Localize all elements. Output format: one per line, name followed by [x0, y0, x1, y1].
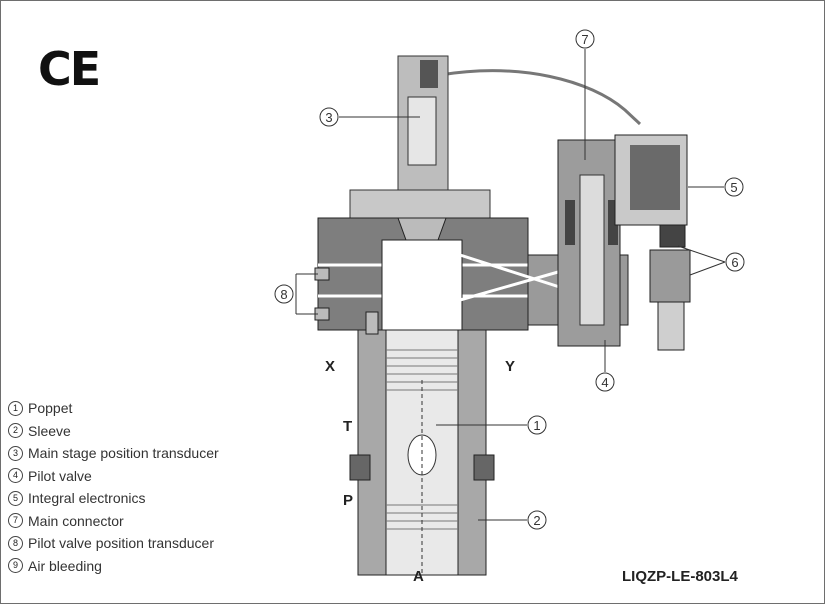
connector-socket — [659, 224, 686, 248]
callout-2: 2 — [478, 510, 547, 530]
callout-7: 7 — [575, 29, 595, 160]
seal-left — [349, 454, 371, 481]
legend-item: 2 Sleeve — [8, 420, 219, 443]
transducer-plug — [420, 60, 438, 88]
legend-number: 4 — [8, 468, 23, 484]
seal-right — [473, 454, 495, 481]
callout-1-label: 1 — [533, 418, 540, 433]
connector-cable-gland — [657, 301, 685, 351]
pilot-coil-left — [565, 200, 575, 245]
connector-plug — [649, 249, 691, 303]
poppet-head — [397, 217, 447, 241]
callout-7-label: 7 — [581, 32, 588, 47]
legend-number: 1 — [8, 400, 23, 416]
ce-mark: CE — [38, 42, 101, 96]
legend-item: 3 Main stage position transducer — [8, 442, 219, 465]
callout-6-label: 6 — [731, 255, 738, 270]
legend-label: Sleeve — [28, 422, 71, 439]
legend-item: 7 Main connector — [8, 510, 219, 533]
callout-8-label: 8 — [280, 287, 287, 302]
port-a-label: A — [413, 568, 424, 585]
callout-3: 3 — [319, 107, 420, 127]
legend-item: 8 Pilot valve position transducer — [8, 532, 219, 555]
parts-legend: 1 Poppet 2 Sleeve 3 Main stage position tra… — [8, 397, 219, 577]
callout-4: 4 — [595, 340, 615, 392]
callout-5: 5 — [688, 177, 744, 197]
legend-item: 1 Poppet — [8, 397, 219, 420]
legend-number: 8 — [8, 535, 23, 551]
circuit-board — [630, 145, 680, 210]
legend-number: 9 — [8, 558, 23, 574]
legend-label: Main stage position transducer — [28, 445, 219, 462]
callout-1: 1 — [436, 415, 547, 435]
port-y-label: Y — [505, 358, 516, 375]
port-x-label: X — [325, 358, 336, 375]
pilot-coil-right — [608, 200, 618, 245]
bleed-screw — [365, 311, 379, 335]
legend-label: Integral electronics — [28, 490, 146, 507]
callout-2-label: 2 — [533, 513, 540, 528]
legend-number: 2 — [8, 423, 23, 439]
legend-label: Poppet — [28, 400, 73, 417]
legend-number: 3 — [8, 445, 23, 461]
callout-8: 8 — [274, 273, 318, 315]
transducer-cable — [439, 69, 642, 126]
transducer-coil — [407, 96, 437, 166]
callout-3-label: 3 — [325, 110, 332, 125]
callout-6: 6 — [677, 245, 745, 276]
legend-label: Air bleeding — [28, 557, 102, 574]
model-code: LIQZP-LE-803L4 — [622, 568, 738, 585]
callout-4-label: 4 — [601, 375, 608, 390]
legend-item: 9 Air bleeding — [8, 555, 219, 578]
legend-item: 4 Pilot valve — [8, 465, 219, 488]
legend-label: Pilot valve — [28, 467, 92, 484]
pilot-spool — [579, 174, 605, 326]
port-p-label: P — [343, 492, 354, 509]
callout-5-label: 5 — [730, 180, 737, 195]
legend-number: 5 — [8, 490, 23, 506]
cover-plate — [349, 189, 491, 219]
port-t-label: T — [343, 418, 353, 435]
legend-label: Main connector — [28, 512, 124, 529]
legend-item: 5 Integral electronics — [8, 487, 219, 510]
sleeve-left-wall — [357, 329, 387, 576]
legend-number: 7 — [8, 513, 23, 529]
legend-label: Pilot valve position transducer — [28, 535, 214, 552]
